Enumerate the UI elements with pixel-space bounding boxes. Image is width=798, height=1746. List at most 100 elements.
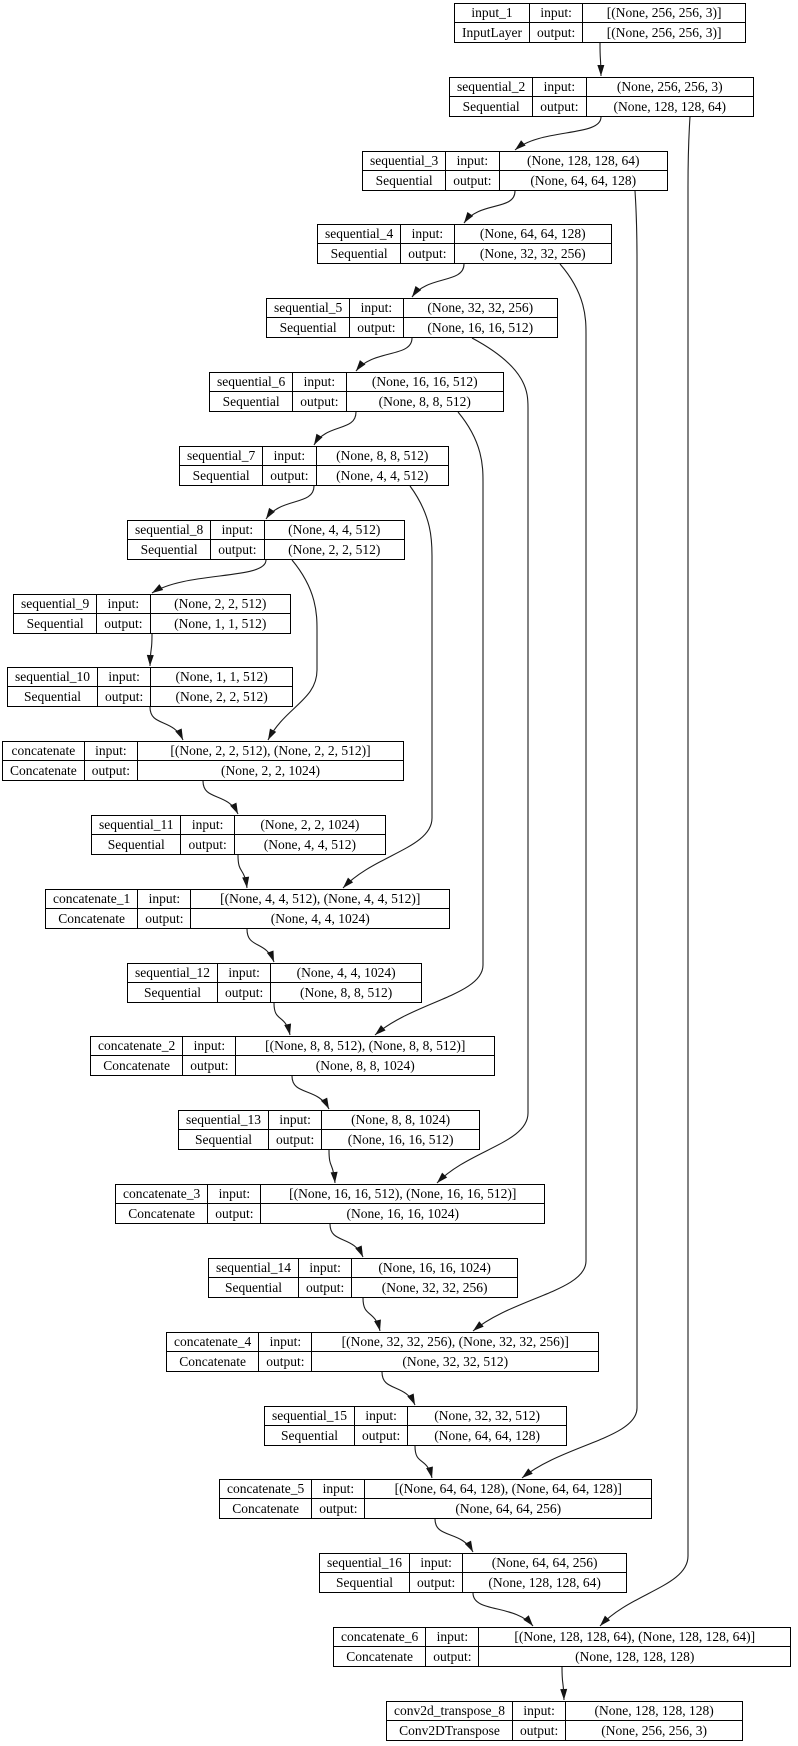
node-sequential_4: sequential_4 input: (None, 64, 64, 128) … xyxy=(317,224,612,264)
output-label: output: xyxy=(426,1647,480,1666)
layer-name: sequential_12 xyxy=(128,964,218,983)
output-label: output: xyxy=(299,1278,353,1297)
input-label: input: xyxy=(529,4,584,23)
input-shape: (None, 2, 2, 512) xyxy=(150,595,290,614)
output-label: output: xyxy=(208,1204,262,1223)
layer-type: Concatenate xyxy=(116,1204,209,1223)
layer-type: Sequential xyxy=(180,466,264,485)
input-shape: (None, 4, 4, 512) xyxy=(264,521,404,540)
output-shape: (None, 128, 128, 64) xyxy=(613,98,726,114)
layer-type: Sequential xyxy=(320,1573,410,1592)
output-shape: (None, 64, 64, 128) xyxy=(434,1427,540,1443)
node-sequential_8: sequential_8 input: (None, 4, 4, 512) Se… xyxy=(127,520,405,560)
output-label: output: xyxy=(350,318,404,337)
layer-type: Sequential xyxy=(318,244,402,263)
output-label: output: xyxy=(312,1499,366,1518)
layer-name: concatenate_5 xyxy=(220,1480,313,1499)
output-label: output: xyxy=(85,761,138,780)
input-shape: (None, 4, 4, 1024) xyxy=(271,964,421,983)
input-label: input: xyxy=(354,1407,409,1426)
edge-sequential_13-to-concatenate_3 xyxy=(328,1149,336,1184)
node-sequential_15: sequential_15 input: (None, 32, 32, 512)… xyxy=(264,1406,567,1446)
layer-type: Sequential xyxy=(265,1426,355,1445)
edge-sequential_4-to-sequential_5 xyxy=(411,263,465,298)
input-shape: (None, 64, 64, 128) xyxy=(454,225,611,244)
edge-concatenate_5-to-sequential_16 xyxy=(434,1518,474,1553)
input-label: input: xyxy=(259,1333,313,1352)
output-label: output: xyxy=(183,1056,237,1075)
node-concatenate_3: concatenate_3 input: [(None, 16, 16, 512… xyxy=(115,1184,545,1224)
output-shape: (None, 32, 32, 512) xyxy=(402,1353,509,1369)
output-label: output: xyxy=(218,983,272,1002)
layer-name: input_1 xyxy=(455,4,530,23)
layer-type: Sequential xyxy=(210,392,294,411)
edge-sequential_4-to-concatenate_4-skip xyxy=(472,263,587,1332)
node-sequential_7: sequential_7 input: (None, 8, 8, 512) Se… xyxy=(179,446,449,486)
input-shape: [(None, 4, 4, 512), (None, 4, 4, 512)] xyxy=(191,890,449,909)
layer-type: Concatenate xyxy=(3,761,85,780)
input-label: input: xyxy=(298,1259,353,1278)
output-shape: (None, 8, 8, 1024) xyxy=(315,1057,415,1073)
edge-sequential_8-to-sequential_9 xyxy=(151,559,267,594)
edge-sequential_5-to-sequential_6 xyxy=(355,337,413,372)
output-label: output: xyxy=(98,687,152,706)
input-shape: (None, 8, 8, 512) xyxy=(316,447,448,466)
node-sequential_13: sequential_13 input: (None, 8, 8, 1024) … xyxy=(178,1110,480,1150)
edge-concatenate-to-sequential_11 xyxy=(202,780,239,815)
edge-sequential_7-to-sequential_8 xyxy=(265,485,315,520)
output-label: output: xyxy=(263,466,317,485)
layer-name: sequential_2 xyxy=(450,78,534,97)
edge-concatenate_3-to-sequential_14 xyxy=(329,1223,364,1258)
edge-sequential_9-to-sequential_10 xyxy=(149,633,153,667)
edge-sequential_6-to-sequential_7 xyxy=(313,411,357,446)
input-label: input: xyxy=(350,299,404,318)
node-sequential_11: sequential_11 input: (None, 2, 2, 1024) … xyxy=(91,815,386,855)
layer-type: Sequential xyxy=(209,1278,299,1297)
output-label: output: xyxy=(269,1130,323,1149)
node-concatenate_4: concatenate_4 input: [(None, 32, 32, 256… xyxy=(166,1332,599,1372)
output-shape: (None, 64, 64, 256) xyxy=(455,1500,562,1516)
output-label: output: xyxy=(138,909,192,928)
output-label: output: xyxy=(533,97,587,116)
input-label: input: xyxy=(97,595,151,614)
output-label: output: xyxy=(530,23,584,42)
layer-name: sequential_16 xyxy=(320,1554,410,1573)
edge-sequential_12-to-concatenate_2 xyxy=(273,1002,291,1036)
output-shape: (None, 32, 32, 256) xyxy=(381,1279,488,1295)
layer-name: sequential_6 xyxy=(210,373,294,392)
input-label: input: xyxy=(426,1628,480,1647)
edge-sequential_2-to-concatenate_6-skip xyxy=(599,116,691,1627)
output-shape: (None, 32, 32, 256) xyxy=(479,245,586,261)
input-label: input: xyxy=(211,521,265,540)
layer-type: Concatenate xyxy=(167,1352,260,1371)
edge-sequential_16-to-concatenate_6 xyxy=(472,1592,534,1627)
output-label: output: xyxy=(513,1721,567,1740)
edge-concatenate_6-to-conv2d_transpose_8 xyxy=(561,1666,565,1701)
node-sequential_3: sequential_3 input: (None, 128, 128, 64)… xyxy=(362,151,668,191)
node-input_1: input_1 input: [(None, 256, 256, 3)] Inp… xyxy=(454,3,746,43)
layer-name: conv2d_transpose_8 xyxy=(387,1702,513,1721)
node-sequential_5: sequential_5 input: (None, 32, 32, 256) … xyxy=(266,298,558,338)
output-shape: (None, 4, 4, 1024) xyxy=(270,910,370,926)
input-label: input: xyxy=(268,1111,323,1130)
node-concatenate_6: concatenate_6 input: [(None, 128, 128, 6… xyxy=(333,1627,791,1667)
layer-type: InputLayer xyxy=(455,23,530,42)
node-sequential_2: sequential_2 input: (None, 256, 256, 3) … xyxy=(449,77,754,117)
input-label: input: xyxy=(312,1480,366,1499)
edge-sequential_5-to-concatenate_3-skip xyxy=(436,337,529,1184)
layer-type: Conv2DTranspose xyxy=(387,1721,513,1740)
node-sequential_10: sequential_10 input: (None, 1, 1, 512) S… xyxy=(7,667,293,707)
input-label: input: xyxy=(138,890,192,909)
layer-type: Sequential xyxy=(450,97,534,116)
edge-sequential_14-to-concatenate_4 xyxy=(362,1297,381,1332)
input-label: input: xyxy=(84,742,138,761)
output-shape: (None, 8, 8, 512) xyxy=(300,984,393,1000)
layer-name: concatenate_4 xyxy=(167,1333,260,1352)
input-label: input: xyxy=(512,1702,567,1721)
input-label: input: xyxy=(446,152,500,171)
output-shape: (None, 16, 16, 512) xyxy=(427,319,534,335)
layer-type: Concatenate xyxy=(334,1647,427,1666)
node-concatenate_2: concatenate_2 input: [(None, 8, 8, 512),… xyxy=(90,1036,495,1076)
node-sequential_14: sequential_14 input: (None, 16, 16, 1024… xyxy=(208,1258,518,1298)
